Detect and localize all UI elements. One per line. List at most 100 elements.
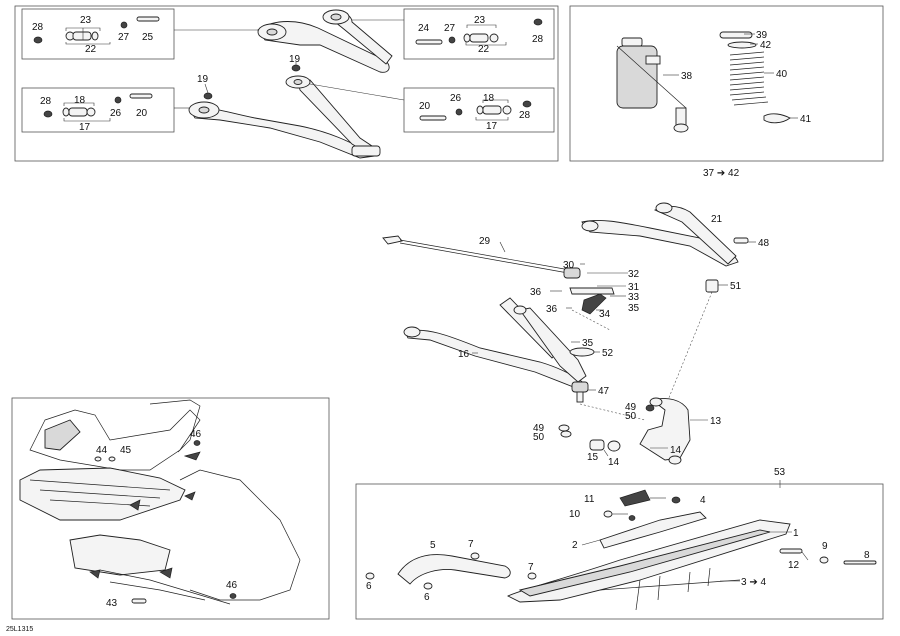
callout-12: 12 [788, 560, 800, 571]
lower-a-arm-drawing [188, 75, 381, 159]
callout-29: 29 [479, 236, 491, 247]
bushing-kit-box-lower-right [403, 87, 555, 133]
callout-9: 9 [822, 541, 828, 552]
callout-18: 18 [483, 93, 495, 104]
callout-50: 50 [533, 432, 545, 443]
callout-28: 28 [40, 96, 52, 107]
callout-26: 26 [450, 93, 462, 104]
callout-23: 23 [80, 15, 92, 26]
callout-36: 36 [546, 304, 558, 315]
callout-15: 15 [587, 452, 599, 463]
bushing-kit-box-lower-left [21, 87, 175, 133]
callout-44: 44 [96, 445, 108, 456]
callout-36: 36 [530, 287, 542, 298]
callout-35: 35 [582, 338, 594, 349]
spring-drawing [719, 31, 791, 124]
shock-absorber-drawing [616, 37, 689, 133]
ski-assembly-frame [355, 483, 884, 620]
washer-50-lower [560, 430, 572, 438]
callout-20: 20 [419, 101, 431, 112]
bushing-kit-box-upper-left [21, 8, 175, 60]
lower-a-arm-16-drawing [403, 305, 595, 389]
callout-27: 27 [444, 23, 456, 34]
callout-7: 7 [528, 562, 534, 573]
callout-14: 14 [608, 457, 620, 468]
callout-13: 13 [710, 416, 722, 427]
callout-39: 39 [756, 30, 768, 41]
callout-3-4: 3 ➔ 4 [741, 577, 766, 588]
nut-49 [645, 404, 655, 412]
callout-17: 17 [486, 121, 498, 132]
callout-11: 11 [584, 494, 595, 505]
callout-6: 6 [424, 592, 430, 603]
callout-10: 10 [569, 509, 581, 520]
callout-19: 19 [197, 74, 209, 85]
callout-46: 46 [226, 580, 238, 591]
callout-24: 24 [418, 23, 430, 34]
callout-21: 21 [711, 214, 723, 225]
bushings-14-15 [589, 439, 621, 452]
upper-a-arm-21-drawing [581, 202, 739, 267]
callout-8: 8 [864, 550, 870, 561]
callout-28: 28 [32, 22, 44, 33]
callout-19: 19 [289, 54, 301, 65]
callout-6: 6 [366, 581, 372, 592]
ball-joint-47-drawing [571, 381, 589, 403]
callout-52: 52 [602, 348, 614, 359]
callout-22: 22 [478, 44, 490, 55]
callout-42: 42 [760, 40, 772, 51]
callout-51: 51 [730, 281, 742, 292]
bushing-kit-parts-ll [43, 93, 153, 118]
callout-53: 53 [774, 467, 786, 478]
spindle-13-drawing [639, 397, 691, 465]
callout-33: 33 [628, 292, 640, 303]
callout-38: 38 [681, 71, 693, 82]
vehicle-frame-drawing [19, 399, 301, 605]
nut-49-lower [558, 424, 570, 432]
callout-47: 47 [598, 386, 610, 397]
callout-17: 17 [79, 122, 91, 133]
drawing-reference: 25L1315 [6, 626, 33, 633]
callout-1: 1 [793, 528, 799, 539]
callout-43: 43 [106, 598, 118, 609]
bushing-kit-box-upper-right [403, 8, 555, 60]
callout-23: 23 [474, 15, 486, 26]
callout-14: 14 [670, 445, 682, 456]
callout-49: 49 [625, 402, 637, 413]
callout-7: 7 [468, 539, 474, 550]
ski-hardware [365, 489, 877, 590]
callout-30: 30 [563, 260, 575, 271]
callout-27: 27 [118, 32, 130, 43]
callout-46: 46 [190, 429, 202, 440]
upper-a-arm-drawing [257, 9, 393, 73]
callout-28: 28 [532, 34, 544, 45]
callout-28: 28 [519, 110, 531, 121]
bushing-kit-parts-lr [419, 100, 532, 121]
ball-joint-51-drawing [705, 279, 719, 293]
callout-25: 25 [142, 32, 154, 43]
callout-2: 2 [572, 540, 578, 551]
callout-34: 34 [599, 309, 611, 320]
callout-16: 16 [458, 349, 470, 360]
callout-18: 18 [74, 95, 86, 106]
callout-4: 4 [700, 495, 706, 506]
callout-40: 40 [776, 69, 788, 80]
callout-50: 50 [625, 411, 637, 422]
upper-suspension-frame [14, 5, 559, 162]
callout-26: 26 [110, 108, 122, 119]
callout-32: 32 [628, 269, 640, 280]
callout-20: 20 [136, 108, 148, 119]
callout-31: 31 [628, 282, 640, 293]
callout-48: 48 [758, 238, 770, 249]
callout-22: 22 [85, 44, 97, 55]
ski-handle-5-drawing [397, 554, 511, 585]
callout-35: 35 [628, 303, 640, 314]
spacer-19-left [203, 92, 213, 100]
bushing-kit-parts-ur [415, 18, 543, 45]
shock-absorber-frame [569, 5, 884, 162]
part-48 [733, 237, 749, 244]
sway-bar-link-drawing [382, 235, 571, 274]
callout-45: 45 [120, 445, 132, 456]
callout-49: 49 [533, 423, 545, 434]
